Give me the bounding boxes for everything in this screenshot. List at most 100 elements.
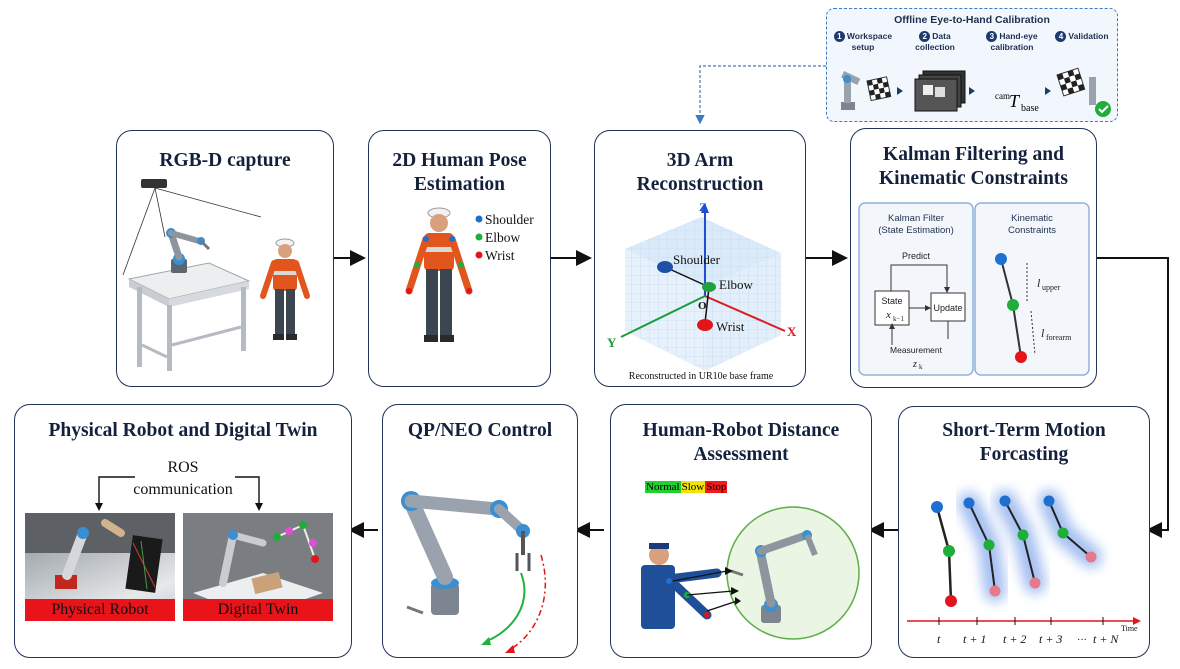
svg-text:x: x — [885, 309, 891, 321]
x-label: X — [787, 324, 797, 339]
robot-arm-icon — [401, 491, 531, 615]
tick-t2: t + 2 — [1003, 632, 1026, 646]
zone-legend: Normal Slow Stop — [645, 481, 728, 493]
kalman-filter-box — [858, 202, 974, 376]
forecast-plot: Time t t + 1 t + 2 t + 3 ··· t + N — [907, 490, 1141, 646]
legend-wrist: Wrist — [485, 248, 515, 263]
camera-icon — [141, 179, 167, 188]
shoulder-label: Shoulder — [673, 252, 721, 267]
zone-stop: Stop — [705, 481, 728, 493]
panel-title: QP/NEO Control — [407, 420, 553, 441]
rgbd-illustration — [122, 179, 310, 371]
elbow-marker — [475, 233, 483, 241]
svg-text:Update: Update — [933, 303, 962, 313]
data-frames-icon — [914, 70, 966, 112]
shoulder-marker — [475, 215, 483, 223]
elbow-joint — [702, 282, 716, 292]
tick-t1: t + 1 — [963, 632, 986, 646]
step-arrow-1 — [897, 87, 903, 95]
y-axis — [620, 295, 706, 338]
predicted-pose-2 — [994, 490, 1046, 594]
svg-text:k: k — [919, 363, 923, 371]
panel-title-line1: 2D Human Pose — [392, 150, 527, 171]
tick-t: t — [937, 632, 941, 646]
panel-title-line2: Kinematic Constraints — [878, 168, 1069, 189]
svg-text:k−1: k−1 — [893, 315, 904, 323]
zone-slow: Slow — [680, 481, 706, 493]
wrist-label: Wrist — [716, 319, 745, 334]
tick-tn: t + N — [1093, 632, 1119, 646]
checkerboard-icon — [866, 76, 892, 102]
panel-forecasting: Short-Term Motion Forcasting — [898, 406, 1150, 658]
robot-arm-icon — [730, 530, 818, 623]
legend-shoulder: Shoulder — [485, 212, 534, 227]
panel-title-line1: Kalman Filtering and — [883, 144, 1064, 165]
worker-figure — [641, 543, 722, 629]
reconstruction-plot: Z X Y O Shoulder Elbow Wrist Reconstruct… — [607, 200, 797, 382]
planned-trajectory — [486, 572, 526, 642]
svg-text:forearm: forearm — [1046, 333, 1072, 342]
wrist-joint — [697, 319, 713, 331]
zone-normal: Normal — [645, 481, 681, 493]
svg-text:Constraints: Constraints — [1008, 225, 1056, 236]
svg-text:State: State — [881, 296, 902, 306]
wrist-joint — [1015, 351, 1027, 363]
svg-text:Kalman Filter: Kalman Filter — [888, 213, 944, 224]
distance-line-2 — [686, 590, 734, 596]
digital-twin-label: Digital Twin — [183, 599, 333, 621]
elbow-point-t — [943, 545, 955, 557]
ros-label: ROS communication — [133, 459, 233, 498]
panel-title-line2: Assessment — [693, 444, 789, 465]
panel-physical-twin: Physical Robot and Digital Twin ROS comm… — [14, 404, 352, 658]
shoulder-joint — [657, 261, 673, 273]
panel-3d-reconstruction: 3D Arm Reconstruction Z X Y O Shoulder E… — [594, 130, 806, 387]
worker-figure — [405, 207, 473, 342]
upper-link — [1000, 258, 1014, 306]
svg-text:z: z — [912, 359, 917, 370]
distance-line-3 — [706, 600, 738, 612]
calibration-title: Offline Eye-to-Hand Calibration — [894, 14, 1050, 26]
predict-label: Predict — [902, 251, 931, 261]
svg-text:l: l — [1037, 276, 1041, 290]
calibration-illustrations: cam T base — [841, 67, 1111, 117]
panel-kalman: Kalman Filtering and Kinematic Constrain… — [850, 128, 1097, 388]
frame-caption: Reconstructed in UR10e base frame — [629, 371, 774, 382]
time-label: Time — [1121, 624, 1138, 633]
panel-qp-neo: QP/NEO Control — [382, 404, 578, 658]
shoulder-point-t — [931, 501, 943, 513]
panel-title-line2: Reconstruction — [636, 174, 764, 195]
shoulder-joint — [995, 253, 1007, 265]
measurement-label: Measurement — [890, 345, 943, 355]
panel-title-line1: Short-Term Motion — [942, 420, 1106, 441]
svg-text:T: T — [1009, 91, 1021, 111]
upper-arm — [664, 266, 710, 288]
panel-title-line2: Estimation — [413, 174, 505, 195]
svg-text:cam: cam — [995, 91, 1010, 101]
check-icon — [1095, 101, 1111, 117]
panel-distance: Human-Robot Distance Assessment Normal S… — [610, 404, 872, 658]
panel-title: Physical Robot and Digital Twin — [48, 420, 318, 441]
svg-text:base: base — [1021, 103, 1039, 114]
distance-line-1 — [672, 570, 728, 582]
panel-title-line1: 3D Arm — [666, 150, 734, 171]
step-arrow-2 — [969, 87, 975, 95]
panel-2d-pose: 2D Human Pose Estimation Shoulder Elbow … — [368, 130, 551, 387]
reference-trajectory — [510, 554, 547, 650]
wrist-marker — [475, 251, 483, 259]
ros-arrows — [95, 476, 263, 511]
forearm-link — [1012, 304, 1022, 358]
forearm — [704, 286, 710, 324]
robot-arm-icon — [166, 228, 211, 273]
qp-illustration — [401, 491, 547, 653]
panel-title: RGB-D capture — [159, 150, 291, 171]
elbow-joint — [1007, 299, 1019, 311]
safety-zone — [726, 506, 860, 640]
worker-figure — [260, 238, 310, 340]
kalman-diagram: Kalman Filter (State Estimation) Kinemat… — [858, 202, 1090, 376]
legend-elbow: Elbow — [485, 230, 520, 245]
